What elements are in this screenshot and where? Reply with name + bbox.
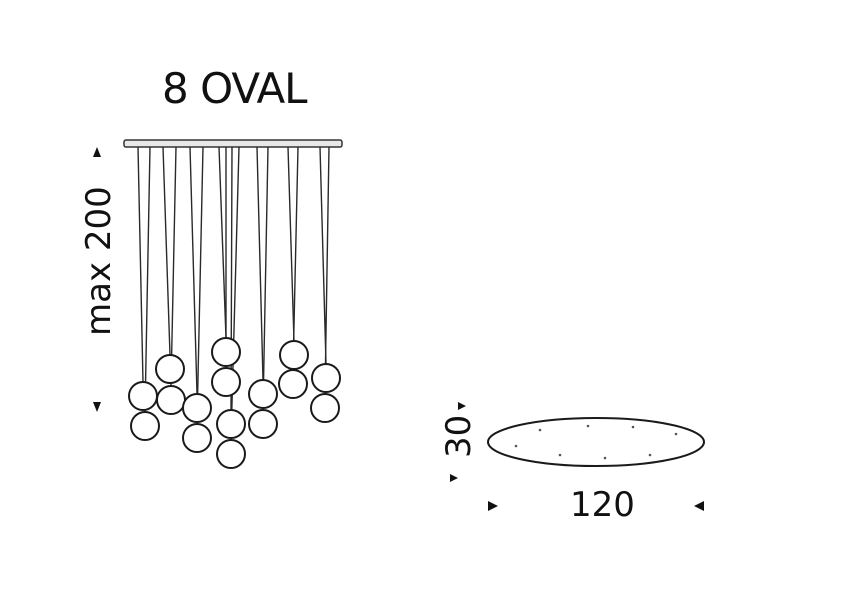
height-arrow-bottom	[93, 402, 101, 412]
globe	[182, 423, 212, 453]
globe	[211, 367, 241, 397]
globe	[211, 337, 241, 367]
mount-dot	[586, 424, 590, 428]
model-title: 8 OVAL	[162, 64, 308, 113]
depth-arrow-top	[458, 402, 466, 410]
mount-dot	[631, 425, 635, 429]
globe	[248, 379, 278, 409]
depth-arrow-bottom	[450, 474, 458, 482]
width-dimension: 120	[488, 485, 704, 525]
globe	[216, 439, 246, 469]
oval-canopy-top-view	[487, 417, 705, 467]
globe	[310, 393, 340, 423]
globe	[155, 354, 185, 384]
mount-dot	[514, 444, 518, 448]
pendant-globes	[128, 337, 341, 469]
mount-dot	[538, 428, 542, 432]
depth-dimension: 30	[439, 402, 479, 482]
globe	[216, 409, 246, 439]
globe	[128, 381, 158, 411]
mount-dot	[558, 453, 562, 457]
oval-outline	[487, 417, 705, 467]
globe	[278, 369, 308, 399]
width-arrow-left	[488, 501, 498, 511]
globe	[279, 340, 309, 370]
suspension-wires	[137, 146, 330, 441]
height-label: max 200	[79, 186, 119, 336]
globe	[156, 385, 186, 415]
depth-label: 30	[439, 415, 479, 458]
ceiling-canopy-front	[123, 139, 343, 148]
mount-dot	[603, 456, 607, 460]
mount-dot	[648, 453, 652, 457]
width-arrow-right	[694, 501, 704, 511]
globe	[248, 409, 278, 439]
globe	[130, 411, 160, 441]
height-dimension: max 200	[79, 147, 119, 412]
mount-dot	[674, 432, 678, 436]
width-label: 120	[570, 485, 635, 525]
globe	[311, 363, 341, 393]
globe	[182, 393, 212, 423]
height-arrow-top	[93, 147, 101, 157]
